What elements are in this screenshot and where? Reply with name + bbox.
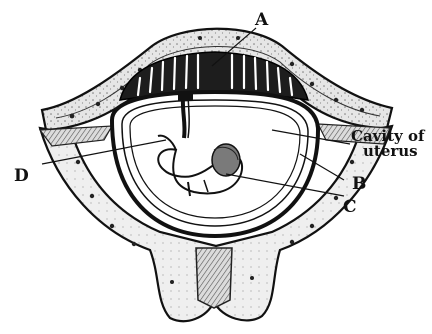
label-cavity-of-uterus: Cavity of uterus	[351, 129, 424, 159]
label-cavity-line2: uterus	[351, 144, 424, 159]
umbilical-cord	[183, 96, 185, 138]
cervix	[196, 248, 232, 308]
cavity-shelf-left	[40, 126, 112, 146]
label-b: B	[352, 176, 366, 193]
label-a: A	[255, 12, 268, 29]
label-d: D	[14, 168, 29, 185]
label-c: C	[343, 199, 357, 216]
leader-b	[300, 154, 344, 180]
